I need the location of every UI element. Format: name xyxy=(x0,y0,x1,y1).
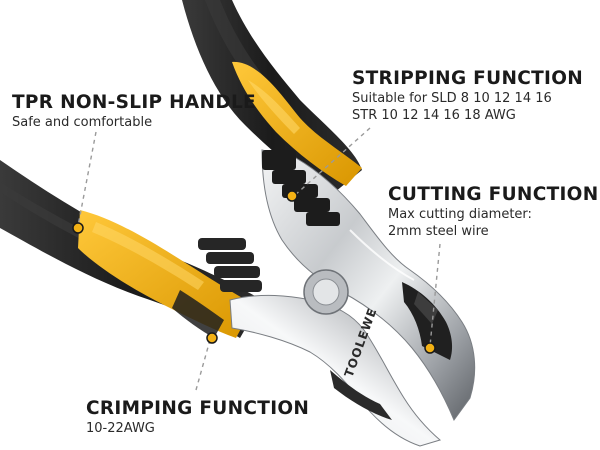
leader-line-crimping xyxy=(195,339,211,391)
callout-cutting-line: 2mm steel wire xyxy=(388,224,489,239)
callout-cutting-title: CUTTING FUNCTION xyxy=(388,184,599,205)
marker-dot-icon xyxy=(206,332,218,344)
lower-handle xyxy=(0,160,262,338)
callout-stripping-title: STRIPPING FUNCTION xyxy=(352,68,584,89)
leader-line-handle xyxy=(77,131,97,227)
marker-dot-icon xyxy=(72,222,84,234)
callout-cutting-line: Max cutting diameter: xyxy=(388,207,532,222)
leader-lines xyxy=(77,127,441,391)
callout-stripping-line: Suitable for SLD 8 10 12 14 16 xyxy=(352,91,552,106)
marker-dots xyxy=(72,190,436,354)
leader-line-cutting xyxy=(429,243,441,347)
marker-dot-icon xyxy=(424,342,436,354)
callout-handle: TPR NON-SLIP HANDLE Safe and comfortable xyxy=(12,92,256,131)
callout-crimping: CRIMPING FUNCTION 10-22AWG xyxy=(86,398,309,437)
marker-dot-icon xyxy=(286,190,298,202)
callout-cutting: CUTTING FUNCTION Max cutting diameter: 2… xyxy=(388,184,599,240)
callout-crimping-line: 10-22AWG xyxy=(86,421,155,436)
callout-stripping: STRIPPING FUNCTION Suitable for SLD 8 10… xyxy=(352,68,583,124)
upper-handle xyxy=(182,0,362,196)
callout-handle-title: TPR NON-SLIP HANDLE xyxy=(12,92,256,113)
callout-crimping-title: CRIMPING FUNCTION xyxy=(86,398,310,419)
callout-handle-line: Safe and comfortable xyxy=(12,115,153,130)
callout-stripping-line: STR 10 12 14 16 18 AWG xyxy=(352,108,516,123)
leader-line-stripping xyxy=(293,127,371,197)
